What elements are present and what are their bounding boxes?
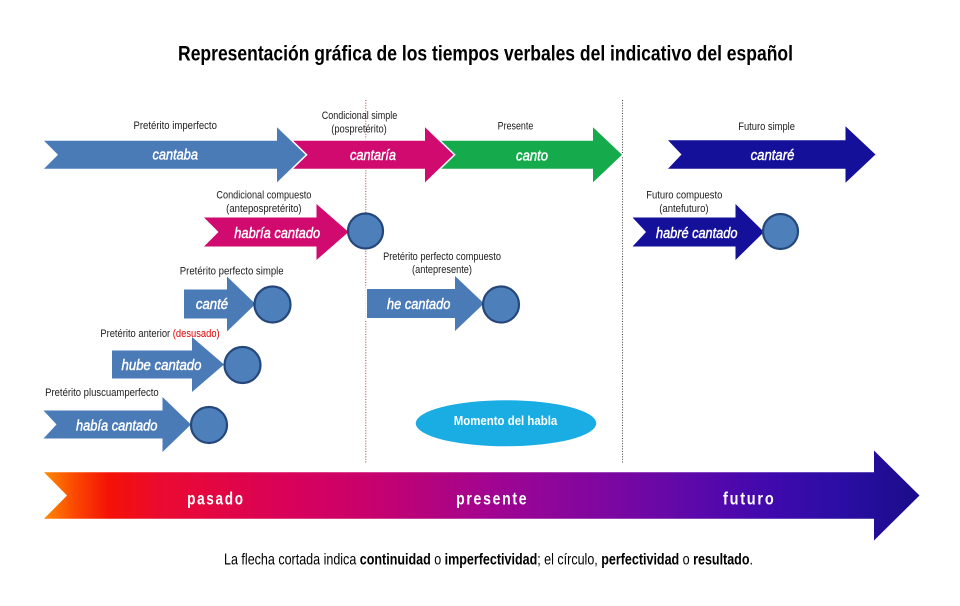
- svg-text:he cantado: he cantado: [387, 295, 451, 312]
- svg-text:habría cantado: habría cantado: [234, 224, 320, 241]
- svg-text:Momento del habla: Momento del habla: [454, 414, 558, 429]
- svg-text:Condicional simple: Condicional simple: [322, 110, 398, 122]
- svg-text:cantaría: cantaría: [350, 146, 396, 163]
- svg-text:Pretérito anterior (desusado): Pretérito anterior (desusado): [100, 328, 219, 340]
- svg-text:pasado: pasado: [187, 490, 245, 509]
- svg-text:Futuro compuesto: Futuro compuesto: [646, 190, 722, 202]
- svg-text:presente: presente: [456, 489, 528, 509]
- svg-text:futuro: futuro: [723, 489, 775, 509]
- svg-text:cantaré: cantaré: [751, 146, 795, 163]
- svg-text:Futuro simple: Futuro simple: [738, 121, 795, 133]
- svg-text:(pospretérito): (pospretérito): [331, 124, 386, 136]
- svg-text:había cantado: había cantado: [76, 417, 158, 434]
- svg-text:Pretérito pluscuamperfecto: Pretérito pluscuamperfecto: [45, 387, 159, 399]
- svg-text:canto: canto: [516, 147, 548, 164]
- svg-text:Pretérito imperfecto: Pretérito imperfecto: [133, 121, 217, 133]
- svg-text:Condicional compuesto: Condicional compuesto: [216, 190, 311, 202]
- svg-text:canté: canté: [196, 295, 228, 312]
- svg-text:(antefuturo): (antefuturo): [659, 204, 708, 216]
- svg-text:hube cantado: hube cantado: [122, 356, 202, 373]
- svg-text:Presente: Presente: [498, 121, 534, 133]
- svg-text:Pretérito perfecto simple: Pretérito perfecto simple: [180, 266, 284, 278]
- svg-text:La flecha cortada indica conti: La flecha cortada indica continuidad o i…: [224, 550, 753, 568]
- svg-text:Representación gráfica de los: Representación gráfica de los tiempos ve…: [178, 43, 793, 66]
- svg-text:Pretérito perfecto compuesto: Pretérito perfecto compuesto: [383, 251, 501, 263]
- svg-text:habré cantado: habré cantado: [656, 224, 738, 241]
- svg-text:(antepresente): (antepresente): [412, 265, 472, 277]
- svg-text:cantaba: cantaba: [152, 146, 198, 163]
- svg-text:(antepospretérito): (antepospretérito): [226, 204, 301, 216]
